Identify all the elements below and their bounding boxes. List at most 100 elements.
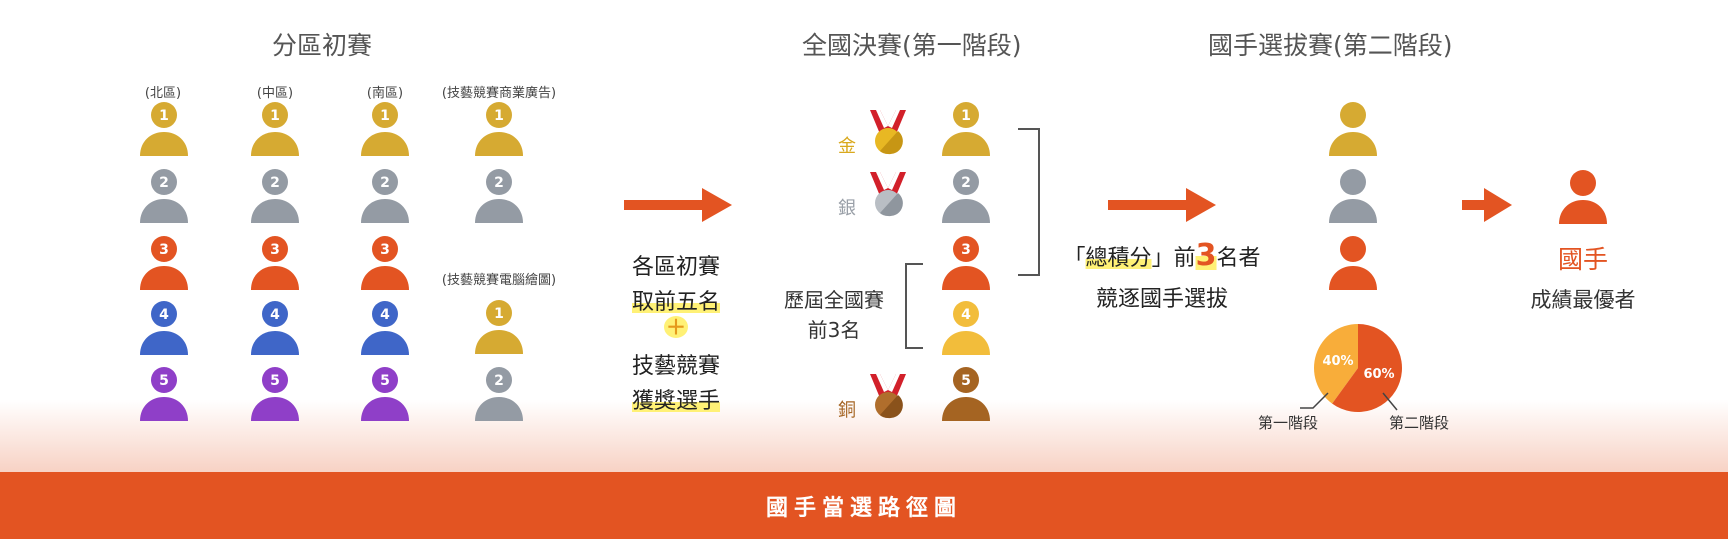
person-icon [1559,170,1607,224]
bracket-past-top3 [905,263,923,349]
person-icon: 4 [140,301,188,355]
person-icon: 4 [942,301,990,355]
pie-label-40: 40% [1322,354,1354,369]
pie-caption-stage2: 第二階段 [1388,414,1450,432]
rank-number: 1 [494,306,504,322]
past-top3-line1: 歷屆全國賽 [784,288,884,312]
rank-number: 4 [380,307,390,323]
arrow-right-icon [1462,188,1512,222]
person-icon: 2 [361,169,409,223]
person-icon [1329,102,1377,156]
person-icon [1329,169,1377,223]
rank-number: 4 [270,307,280,323]
silver-medal-icon [870,172,906,217]
footer-banner: 國手當選路徑圖 [0,472,1728,539]
rank-number: 4 [961,307,971,323]
footer-title: 國手當選路徑圖 [765,495,962,521]
region-label-north: (北區) [144,86,182,101]
arrow-right-icon [1108,188,1216,222]
pie-label-60: 60% [1363,367,1395,382]
person-icon: 1 [361,102,409,156]
qualify-highlight-1: 取前五名 [631,290,721,315]
region-label-skills-business: (技藝競賽商業廣告) [441,86,557,101]
person-icon: 5 [942,367,990,421]
gold-medal-icon [870,110,906,155]
past-top3-line2: 前3名 [807,318,861,342]
person-icon: 5 [140,367,188,421]
region-label-central: (中區) [256,86,294,101]
qualify-text-1: 各區初賽 [631,255,721,280]
medal-label-gold: 金 [838,136,856,157]
person-icon: 1 [475,102,523,156]
result-subtitle: 成績最優者 [1530,288,1636,312]
result-title: 國手 [1557,245,1609,274]
region-label-south: (南區) [366,86,404,101]
pie-leader-lines [1300,392,1398,411]
rank-number: 1 [270,108,280,124]
score-ratio-pie [1314,324,1402,412]
person-icon: 1 [140,102,188,156]
qualify-text-4: 獲獎選手 [631,383,721,415]
total-score-line2: 競逐國手選拔 [1095,287,1229,312]
pie-caption-stage1: 第一階段 [1257,414,1319,432]
rank-number: 2 [494,175,504,191]
plus-text: ＋ [666,315,686,339]
person-icon: 2 [942,169,990,223]
total-score-number: 3 [1195,238,1217,273]
person-icon: 1 [251,102,299,156]
stage2-title: 全國決賽(第一階段) [802,31,1022,60]
rank-number: 2 [494,373,504,389]
person-icon: 2 [251,169,299,223]
person-icon: 2 [475,367,523,421]
qualify-highlight-2: 獲獎選手 [631,389,721,414]
medal-label-silver: 銀 [838,198,856,219]
person-icon: 3 [140,236,188,290]
bronze-medal-icon [870,374,906,419]
rank-number: 5 [159,373,169,389]
person-icon: 3 [251,236,299,290]
plus-sign: ＋ [664,316,688,338]
bracket-top3 [1018,128,1040,276]
person-icon: 3 [361,236,409,290]
person-icon: 4 [361,301,409,355]
rank-number: 2 [961,175,971,191]
total-score-suffix: 名者 [1216,246,1261,271]
person-icon: 3 [942,236,990,290]
rank-number: 4 [159,307,169,323]
person-icon: 2 [140,169,188,223]
person-icon: 1 [942,102,990,156]
pie-slice-stage2 [1332,324,1402,412]
arrow-right-icon [624,188,732,222]
person-icon: 2 [475,169,523,223]
stage1-title: 分區初賽 [272,31,373,60]
quote-open: 「 [1063,246,1086,271]
stage3-title: 國手選拔賽(第二階段) [1208,31,1453,60]
rank-number: 3 [270,242,280,258]
rank-number: 1 [159,108,169,124]
person-icon: 4 [251,301,299,355]
person-icon: 5 [251,367,299,421]
total-score-line1: 「總積分」前3名者 [1063,238,1261,273]
rank-number: 1 [961,108,971,124]
rank-number: 2 [159,175,169,191]
medal-label-bronze: 銅 [838,400,856,421]
person-icon [1329,236,1377,290]
region-label-skills-drawing: (技藝競賽電腦繪圖) [441,273,557,288]
pie-slice-stage1 [1314,324,1358,404]
rank-number: 3 [159,242,169,258]
rank-number: 5 [961,373,971,389]
rank-number: 5 [380,373,390,389]
person-icon: 5 [361,367,409,421]
rank-number: 5 [270,373,280,389]
rank-number: 2 [380,175,390,191]
rank-number: 3 [961,242,971,258]
rank-number: 3 [380,242,390,258]
quote-close: 」前 [1151,246,1196,271]
person-icon: 1 [475,300,523,354]
rank-number: 1 [494,108,504,124]
rank-number: 1 [380,108,390,124]
qualify-text-2: 取前五名 [631,284,721,316]
qualify-text-3: 技藝競賽 [631,354,721,379]
total-score-highlight: 總積分 [1085,246,1152,271]
rank-number: 2 [270,175,280,191]
